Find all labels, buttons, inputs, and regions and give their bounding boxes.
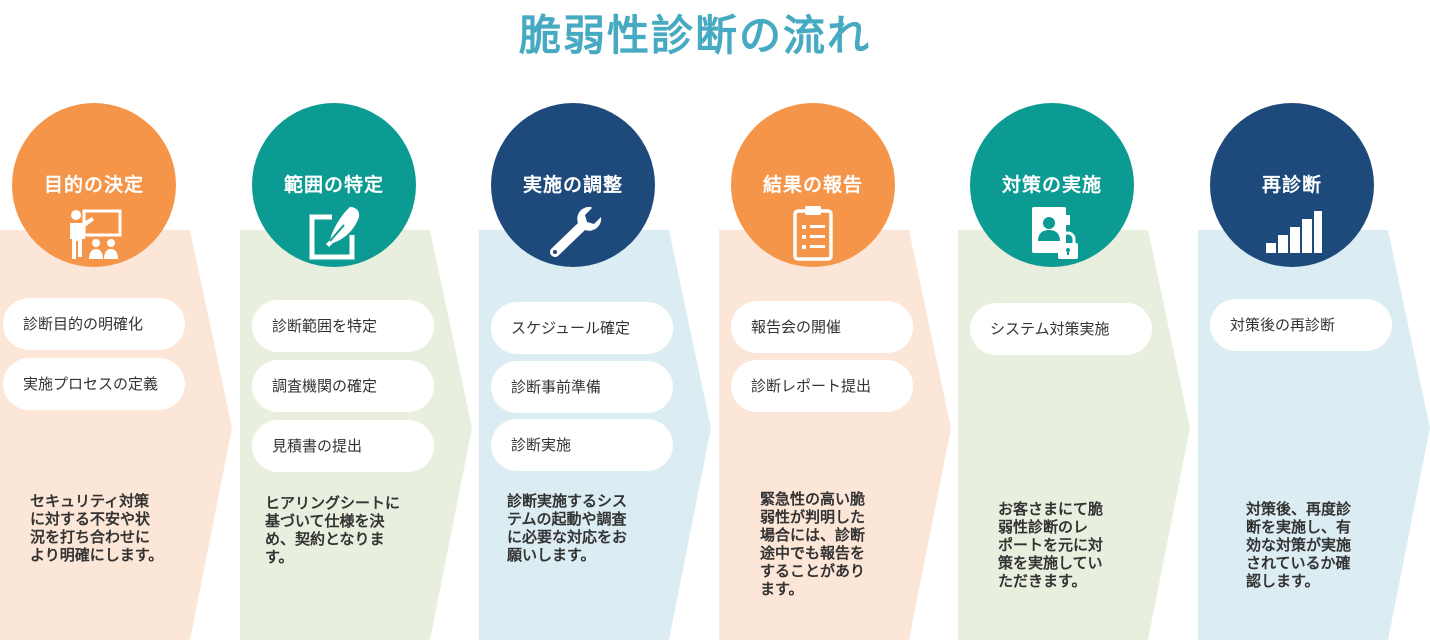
wrench-icon bbox=[541, 203, 605, 263]
step-description: ヒアリングシートに 基づいて仕様を決 め、契約となりま す。 bbox=[265, 494, 401, 566]
step-task-pill: 診断範囲を特定 bbox=[252, 300, 434, 352]
step-task-pill: システム対策実施 bbox=[970, 303, 1152, 355]
step-circle: 範囲の特定 bbox=[252, 103, 416, 267]
step-task-pill: 報告会の開催 bbox=[731, 301, 913, 353]
step-circle: 再診断 bbox=[1210, 103, 1374, 267]
step-chevron-band bbox=[0, 230, 235, 640]
step-title: 対策の実施 bbox=[1001, 174, 1102, 196]
step-task-pill: スケジュール確定 bbox=[491, 302, 673, 354]
step-circle: 結果の報告 bbox=[731, 103, 895, 267]
step-title: 目的の決定 bbox=[43, 174, 144, 196]
step-title: 結果の報告 bbox=[762, 174, 863, 196]
user-lock-icon bbox=[1020, 203, 1084, 263]
step-title: 実施の調整 bbox=[522, 174, 623, 196]
flow-step: 目的の決定診断目的の明確化実施プロセスの定義セキュリティ対策 に対する不安や状 … bbox=[0, 0, 235, 640]
step-task-pill: 診断目的の明確化 bbox=[3, 298, 185, 350]
step-title: 再診断 bbox=[1261, 174, 1322, 196]
step-task-pill: 実施プロセスの定義 bbox=[3, 358, 185, 410]
flow-step: 対策の実施システム対策実施お客さまにて脆 弱性診断のレ ポートを元に対 策を実施… bbox=[958, 0, 1193, 640]
step-circle: 対策の実施 bbox=[970, 103, 1134, 267]
step-description: お客さまにて脆 弱性診断のレ ポートを元に対 策を実施してい ただきます。 bbox=[998, 500, 1104, 590]
step-description: 緊急性の高い脆 弱性が判明した 場合には、診断 途中でも報告を することがあり … bbox=[760, 490, 866, 598]
step-circle: 実施の調整 bbox=[491, 103, 655, 267]
step-task-pill: 見積書の提出 bbox=[252, 420, 434, 472]
flow-step: 再診断対策後の再診断対策後、再度診 断を実施し、有 効な対策が実施 されているか… bbox=[1198, 0, 1430, 640]
step-description: セキュリティ対策 に対する不安や状 況を打ち合わせに より明確にします。 bbox=[30, 492, 164, 564]
presentation-icon bbox=[62, 203, 126, 263]
step-task-pill: 診断事前準備 bbox=[491, 361, 673, 413]
clipboard-icon bbox=[781, 203, 845, 263]
step-circle: 目的の決定 bbox=[12, 103, 176, 267]
step-title: 範囲の特定 bbox=[283, 174, 384, 196]
step-description: 診断実施するシス テムの起動や調査 に必要な対応をお 願いします。 bbox=[507, 492, 628, 564]
page-title: 脆弱性診断の流れ bbox=[518, 11, 871, 60]
edit-icon bbox=[302, 203, 366, 263]
step-task-pill: 診断実施 bbox=[491, 419, 673, 471]
flow-step: 範囲の特定診断範囲を特定調査機関の確定見積書の提出ヒアリングシートに 基づいて仕… bbox=[240, 0, 475, 640]
bar-chart-icon bbox=[1260, 203, 1324, 263]
flow-step: 実施の調整スケジュール確定診断事前準備診断実施診断実施するシス テムの起動や調査… bbox=[479, 0, 714, 640]
step-description: 対策後、再度診 断を実施し、有 効な対策が実施 されているか確 認します。 bbox=[1246, 500, 1352, 590]
step-task-pill: 診断レポート提出 bbox=[731, 360, 913, 412]
step-task-pill: 対策後の再診断 bbox=[1210, 299, 1392, 351]
step-task-pill: 調査機関の確定 bbox=[252, 360, 434, 412]
flow-step: 結果の報告報告会の開催診断レポート提出緊急性の高い脆 弱性が判明した 場合には、… bbox=[719, 0, 954, 640]
